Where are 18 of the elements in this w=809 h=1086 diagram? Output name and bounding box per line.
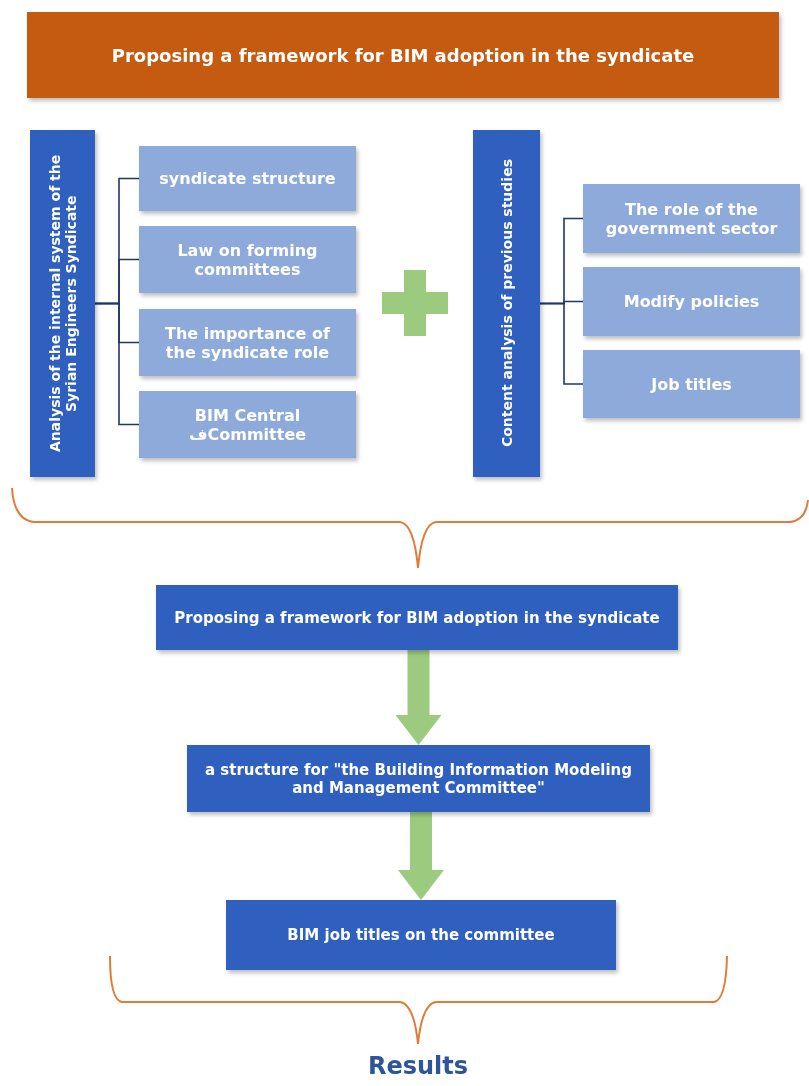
- result-label: Results: [366, 1052, 470, 1080]
- block-arrow: [395, 650, 442, 745]
- topic-box: syndicate structure: [139, 146, 356, 211]
- topic-box: Law on forming committees: [139, 226, 356, 293]
- connector-line: [94, 302, 140, 426]
- process-box: Proposing a framework for BIM adoption in the syndicate: [156, 585, 678, 650]
- topic-box: The role of the government sector: [583, 184, 800, 253]
- connector-line: [539, 302, 584, 385]
- title-banner: Proposing a framework for BIM adoption in the syndicate: [27, 12, 779, 98]
- process-box: a structure for "the Building Information Modeling and Management Committee": [187, 745, 650, 812]
- block-arrow: [398, 812, 444, 900]
- category-box: Content analysis of previous studies: [473, 130, 540, 477]
- topic-box: BIM Central فCommittee: [139, 391, 356, 458]
- topic-box: The importance of the syndicate role: [139, 309, 356, 376]
- topic-box: Modify policies: [583, 267, 800, 336]
- process-box: BIM job titles on the committee: [226, 900, 616, 970]
- category-box: Analysis of the internal system of the Syrian Engineers Syndicate: [30, 130, 95, 477]
- topic-box: Job titles: [583, 350, 800, 418]
